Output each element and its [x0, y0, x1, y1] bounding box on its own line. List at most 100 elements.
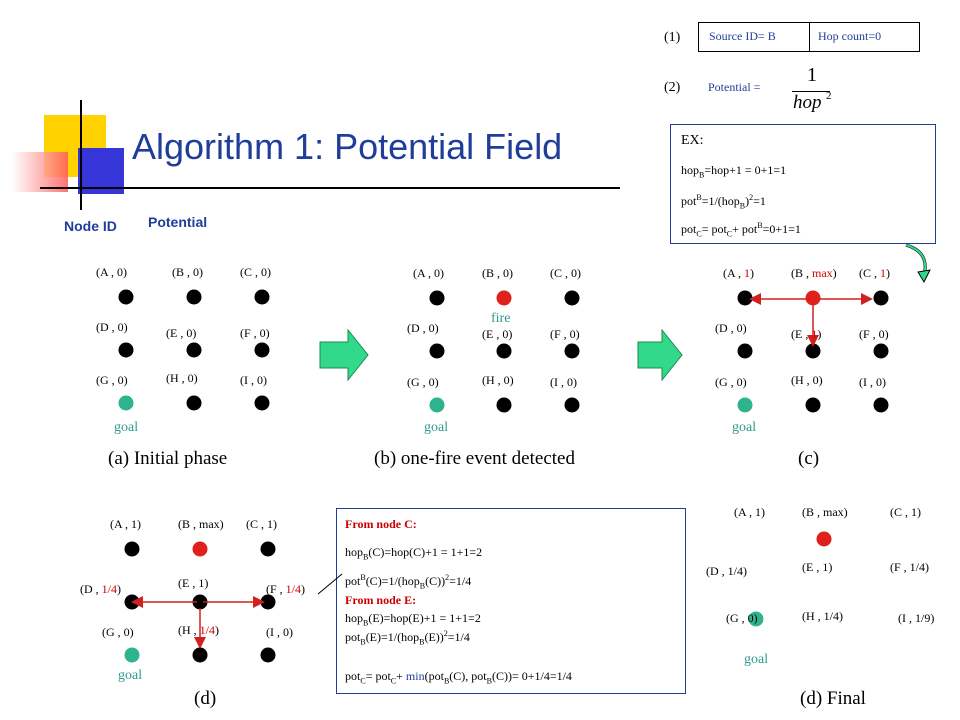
node-d-panel-1: [118, 342, 134, 358]
node-label: (I , 1/9): [898, 611, 935, 625]
node-d-panel-3: [737, 343, 753, 359]
next-arrow-1: [319, 328, 369, 382]
node-g-panel-4: [124, 647, 140, 663]
node-label: (C , 0): [240, 265, 271, 279]
node-label: (B , max): [178, 517, 224, 531]
node-label: (G , 0): [96, 373, 128, 387]
node-f-panel-1: [254, 342, 270, 358]
node-label: (A , 0): [96, 265, 127, 279]
potential-label: Potential: [148, 214, 208, 230]
node-c-panel-4: [260, 541, 276, 557]
next-arrow-2: [637, 328, 683, 382]
calculation-box: From node C: hopB(C)=hop(C)+1 = 1+1=2 po…: [336, 508, 686, 694]
hop-count-cell: Hop count=0: [818, 29, 882, 43]
node-c-panel-2: [564, 290, 580, 306]
node-label: (A , 1): [734, 505, 765, 519]
node-i-panel-2: [564, 397, 580, 413]
goal-label: goal: [744, 652, 769, 667]
node-a-panel-4: [124, 541, 140, 557]
node-c-panel-1: [254, 289, 270, 305]
step-2: (2): [664, 80, 681, 95]
node-label: (E , 1): [178, 576, 209, 590]
step-1: (1): [664, 30, 681, 45]
node-label: (G , 0): [726, 611, 758, 625]
node-a-panel-2: [429, 290, 445, 306]
node-e-panel-3: [805, 343, 821, 359]
node-label: (I , 0): [550, 375, 577, 389]
node-label: (C , 1): [246, 517, 277, 531]
node-label: (G , 0): [407, 375, 439, 389]
source-hop-table: Source ID= B Hop count=0: [698, 22, 920, 52]
node-label: (D , 1/4): [80, 582, 122, 596]
node-label: (G , 0): [715, 375, 747, 389]
node-e-panel-4: [192, 594, 208, 610]
node-label: (E , 1): [791, 327, 822, 341]
node-label: (F , 1/4): [890, 560, 929, 574]
panel-caption: (d): [194, 688, 217, 709]
goal-label: goal: [118, 668, 143, 683]
goal-label: goal: [732, 420, 757, 435]
node-d-panel-2: [429, 343, 445, 359]
node-b-panel-1: [186, 289, 202, 305]
node-label: (E , 0): [166, 326, 197, 340]
panel-caption: (d) Final: [800, 688, 866, 709]
node-g-panel-1: [118, 395, 134, 411]
node-label: (I , 0): [859, 375, 886, 389]
node-label: (A , 1): [110, 517, 141, 531]
node-b-panel-2: [496, 290, 512, 306]
node-i-panel-4: [260, 647, 276, 663]
node-e-panel-1: [186, 342, 202, 358]
node-label: (B , max): [791, 266, 837, 280]
panel-caption: (c): [798, 448, 820, 469]
node-i-panel-3: [873, 397, 889, 413]
node-label: (E , 0): [482, 327, 513, 341]
node-h-panel-4: [192, 647, 208, 663]
node-label: (F , 0): [859, 327, 889, 341]
node-b-panel-5: [816, 531, 832, 547]
goal-label: goal: [424, 420, 449, 435]
node-label: (C , 1): [890, 505, 921, 519]
node-g-panel-2: [429, 397, 445, 413]
node-f-panel-3: [873, 343, 889, 359]
node-label: (B , 0): [482, 266, 513, 280]
node-b-panel-3: [805, 290, 821, 306]
node-h-panel-2: [496, 397, 512, 413]
node-label: (D , 0): [407, 321, 439, 335]
node-i-panel-1: [254, 395, 270, 411]
example-box: EX: hopB=hop+1 = 0+1=1 potB=1/(hopB)2=1 …: [670, 124, 936, 244]
node-label: (I , 0): [240, 373, 267, 387]
node-label: (H , 0): [166, 371, 198, 385]
node-label: (C , 0): [550, 266, 581, 280]
node-f-panel-2: [564, 343, 580, 359]
node-label: (H , 0): [482, 373, 514, 387]
node-label: (D , 1/4): [706, 564, 747, 578]
node-label: (G , 0): [102, 625, 134, 639]
node-label: (A , 0): [413, 266, 444, 280]
node-a-panel-3: [737, 290, 753, 306]
potential-formula-label: Potential =: [708, 80, 761, 94]
node-label: (E , 1): [802, 560, 833, 574]
page-title: Algorithm 1: Potential Field: [132, 126, 563, 167]
source-id-cell: Source ID= B: [709, 29, 776, 43]
goal-label: goal: [114, 420, 139, 435]
node-label: (F , 1/4): [266, 582, 306, 596]
node-g-panel-5: [748, 611, 764, 627]
node-label: (H , 0): [791, 373, 823, 387]
fire-label: fire: [491, 311, 511, 326]
panel-caption: (b) one-fire event detected: [374, 448, 575, 469]
node-label: (D , 0): [715, 321, 747, 335]
node-label: (B , max): [802, 505, 848, 519]
node-b-panel-4: [192, 541, 208, 557]
node-label: (B , 0): [172, 265, 203, 279]
node-label: (A , 1): [723, 266, 754, 280]
node-label: (C , 1): [859, 266, 890, 280]
node-label: (F , 0): [240, 326, 270, 340]
node-label: (F , 0): [550, 327, 580, 341]
node-e-panel-2: [496, 343, 512, 359]
node-a-panel-1: [118, 289, 134, 305]
node-label: (D , 0): [96, 320, 128, 334]
node-c-panel-3: [873, 290, 889, 306]
node-label: (I , 0): [266, 625, 293, 639]
node-label: (H , 1/4): [802, 609, 843, 623]
